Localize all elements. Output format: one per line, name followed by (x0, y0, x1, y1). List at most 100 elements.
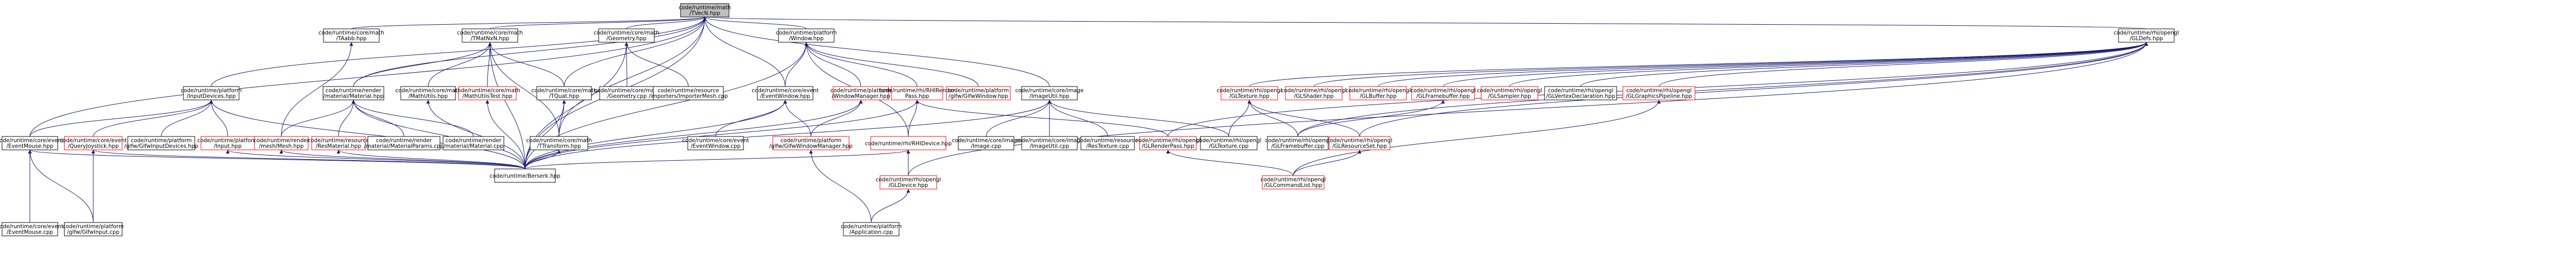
node-box (757, 86, 814, 100)
node-box (127, 136, 195, 150)
edge-inputdev-to-tvecn (211, 16, 707, 87)
node-material[interactable]: code/runtime/render/material/Material.hp… (323, 86, 384, 100)
node-eventwindow[interactable]: code/runtime/core/event/EventWindow.hpp (752, 86, 819, 100)
edge-glcommandlist-to-glrenderpass (1166, 149, 1294, 176)
node-label-line: code/runtime/core/math (457, 30, 522, 36)
edge-berserk-to-queryjoy (91, 149, 526, 169)
edge-mesh-to-taabb (281, 42, 353, 137)
node-taabb[interactable]: code/runtime/core/math/TAabb.hpp (318, 28, 384, 43)
node-box (1080, 136, 1135, 150)
edge-tmat-to-tvecn (489, 16, 707, 29)
node-box (323, 86, 384, 100)
node-label-line: /GLVertexDeclaration.hpp (1546, 93, 1615, 99)
node-box (536, 86, 592, 100)
node-imageutil[interactable]: code/runtime/core/image/ImageUtil.hpp (1015, 86, 1084, 100)
node-mathutils[interactable]: code/runtime/core/math/MathUtils.hpp (395, 86, 461, 100)
node-importer[interactable]: code/runtime/resource/importers/Importer… (649, 86, 728, 100)
node-winmanager[interactable]: code/runtime/platform/WindowManager.hpp (831, 86, 891, 100)
node-restexture[interactable]: code/runtime/resource/ResTexture.cpp (1077, 136, 1139, 150)
node-label-line: code/runtime/rhi/opengl (1411, 88, 1476, 94)
node-glfwwindow[interactable]: code/runtime/platform/glfw/GlfwWindow.hp… (946, 86, 1011, 100)
node-box (1200, 136, 1258, 150)
node-box (367, 136, 440, 150)
node-tmat[interactable]: code/runtime/core/math/TMatNxN.hpp (457, 28, 523, 43)
node-box (687, 136, 744, 150)
node-box (870, 136, 946, 150)
node-label-line: code/runtime/core/event (752, 88, 819, 94)
node-label-line: code/runtime/render (376, 138, 432, 144)
node-geom_cpp[interactable]: code/runtime/core/math/Geometry.cpp (594, 86, 660, 100)
node-box (2, 136, 58, 150)
node-label-line: /WindowManager.hpp (832, 93, 890, 99)
node-glbuffer[interactable]: code/runtime/rhi/opengl/GLBuffer.hpp (1346, 86, 1411, 100)
node-label-line: /GLSampler.hpp (1488, 93, 1531, 99)
node-material_cpp[interactable]: code/runtime/render/material/Material.cp… (443, 136, 504, 150)
edge-berserk-to-ttransform (524, 149, 561, 169)
node-glfwwinmgr[interactable]: code/runtime/platform/glfw/GlfwWindowMan… (769, 136, 853, 150)
node-eventmouse[interactable]: code/runtime/core/event/EventMouse.hpp (0, 136, 63, 150)
node-tquat[interactable]: code/runtime/core/math/TQuat.hpp (531, 86, 597, 100)
node-materialparams[interactable]: code/runtime/render/material/MaterialPar… (364, 136, 444, 150)
node-glframebuffer_cpp[interactable]: code/runtime/rhi/opengl/GLFramebuffer.cp… (1265, 136, 1331, 150)
node-box (599, 86, 655, 100)
node-label-line: code/runtime/render (326, 88, 382, 94)
node-label-line: code/runtime/core/image (1015, 138, 1084, 144)
node-glfwinput_cpp[interactable]: code/runtime/platform/glfw/GlfwInput.cpp (63, 222, 124, 236)
node-imageutil_cpp[interactable]: code/runtime/core/image/ImageUtil.cpp (1015, 136, 1084, 150)
node-box (843, 222, 900, 236)
node-label-line: code/runtime/core/event (60, 138, 127, 144)
node-window[interactable]: code/runtime/platform/Window.hpp (776, 28, 837, 43)
node-box (183, 86, 240, 100)
node-label-line: /glfw/GlfwWindowManager.hpp (769, 143, 853, 149)
node-inputdev[interactable]: code/runtime/platform/InputDevices.hpp (181, 86, 242, 100)
node-label-line: /TQuat.hpp (549, 93, 580, 99)
node-glframebuffer[interactable]: code/runtime/rhi/opengl/GLFramebuffer.hp… (1411, 86, 1476, 100)
node-glgraphicspipe[interactable]: code/runtime/rhi/opengl/GLGraphicsPipeli… (1622, 86, 1696, 100)
edge-glbuffer-to-gldefs (1378, 42, 2148, 87)
edge-glfwwinmgr-to-eventwindow (783, 99, 811, 137)
node-label-line: /GLResourceSet.hpp (1332, 143, 1387, 149)
node-label-line: code/runtime/core/image (1015, 88, 1084, 94)
node-gldevice[interactable]: code/runtime/rhi/opengl/GLDevice.hpp (876, 175, 941, 190)
node-mesh[interactable]: code/runtime/render/mesh/Mesh.hpp (253, 136, 310, 150)
node-image_cpp[interactable]: code/runtime/core/image/Image.cpp (952, 136, 1021, 150)
node-glshader[interactable]: code/runtime/rhi/opengl/GLShader.hpp (1281, 86, 1347, 100)
node-rhidevice[interactable]: code/runtime/rhi/RHIDevice.hpp (865, 136, 952, 150)
edge-berserk-to-mesh (279, 149, 526, 169)
node-eventwindow_cpp[interactable]: code/runtime/core/event/EventWindow.cpp (682, 136, 749, 150)
node-mathutilstest[interactable]: code/runtime/core/math/MathUtilsTest.hpp (454, 86, 520, 100)
node-glcommandlist[interactable]: code/runtime/rhi/opengl/GLCommandList.hp… (1261, 175, 1326, 190)
node-label-line: code/runtime/rhi/opengl (1346, 88, 1411, 94)
edge-gldevice-to-gldefs (908, 42, 2148, 176)
node-gltexture_cpp[interactable]: code/runtime/rhi/opengl/GLTexture.cpp (1196, 136, 1262, 150)
node-gltexture[interactable]: code/runtime/rhi/opengl/GLTexture.hpp (1217, 86, 1282, 100)
node-ttransform[interactable]: code/runtime/core/math/TTransform.hpp (526, 136, 592, 150)
edge-glfwwinmgr-to-winmanager (810, 99, 863, 137)
node-glresourceset[interactable]: code/runtime/rhi/opengl/GLResourceSet.hp… (1327, 136, 1393, 150)
node-glvertexdecl[interactable]: code/runtime/rhi/opengl/GLVertexDeclarat… (1544, 86, 1617, 100)
node-application[interactable]: code/runtime/platform/Application.cpp (841, 222, 902, 236)
node-label-line: code/runtime/platform (181, 88, 242, 94)
node-glfwinputdev[interactable]: code/runtime/platform/glfw/GlfwInputDevi… (124, 136, 198, 150)
node-box (598, 28, 655, 43)
node-gldefs[interactable]: code/runtime/rhi/opengl/GLDefs.hpp (2114, 28, 2179, 43)
node-berserk[interactable]: code/runtime/Berserk.hpp (489, 168, 561, 183)
edge-geom_cpp-to-geom (624, 42, 629, 87)
node-resmaterial[interactable]: code/runtime/resource/ResMaterial.hpp (308, 136, 369, 150)
node-glsampler[interactable]: code/runtime/rhi/opengl/GLSampler.hpp (1477, 86, 1543, 100)
node-eventmouse_cpp[interactable]: code/runtime/core/event/EventMouse.cpp (0, 222, 63, 236)
node-box (772, 136, 850, 150)
edge-glfwwindow-to-window (804, 42, 979, 87)
node-box (1329, 136, 1391, 150)
node-glrenderpass[interactable]: code/runtime/rhi/opengl/GLRenderPass.hpp (1136, 136, 1201, 150)
node-box (1481, 86, 1538, 100)
edge-berserk-to-imageutil (524, 99, 1052, 169)
node-geom[interactable]: code/runtime/core/math/Geometry.hpp (594, 28, 659, 43)
edge-material-to-tmat (353, 42, 492, 87)
node-box (1021, 86, 1078, 100)
node-tvecn[interactable]: code/runtime/math/TVecN.hpp (679, 3, 731, 18)
node-queryjoy[interactable]: code/runtime/core/event/QueryJoystick.hp… (60, 136, 127, 150)
node-box (891, 86, 943, 100)
node-input[interactable]: code/runtime/platform/Input.hpp (197, 136, 258, 150)
